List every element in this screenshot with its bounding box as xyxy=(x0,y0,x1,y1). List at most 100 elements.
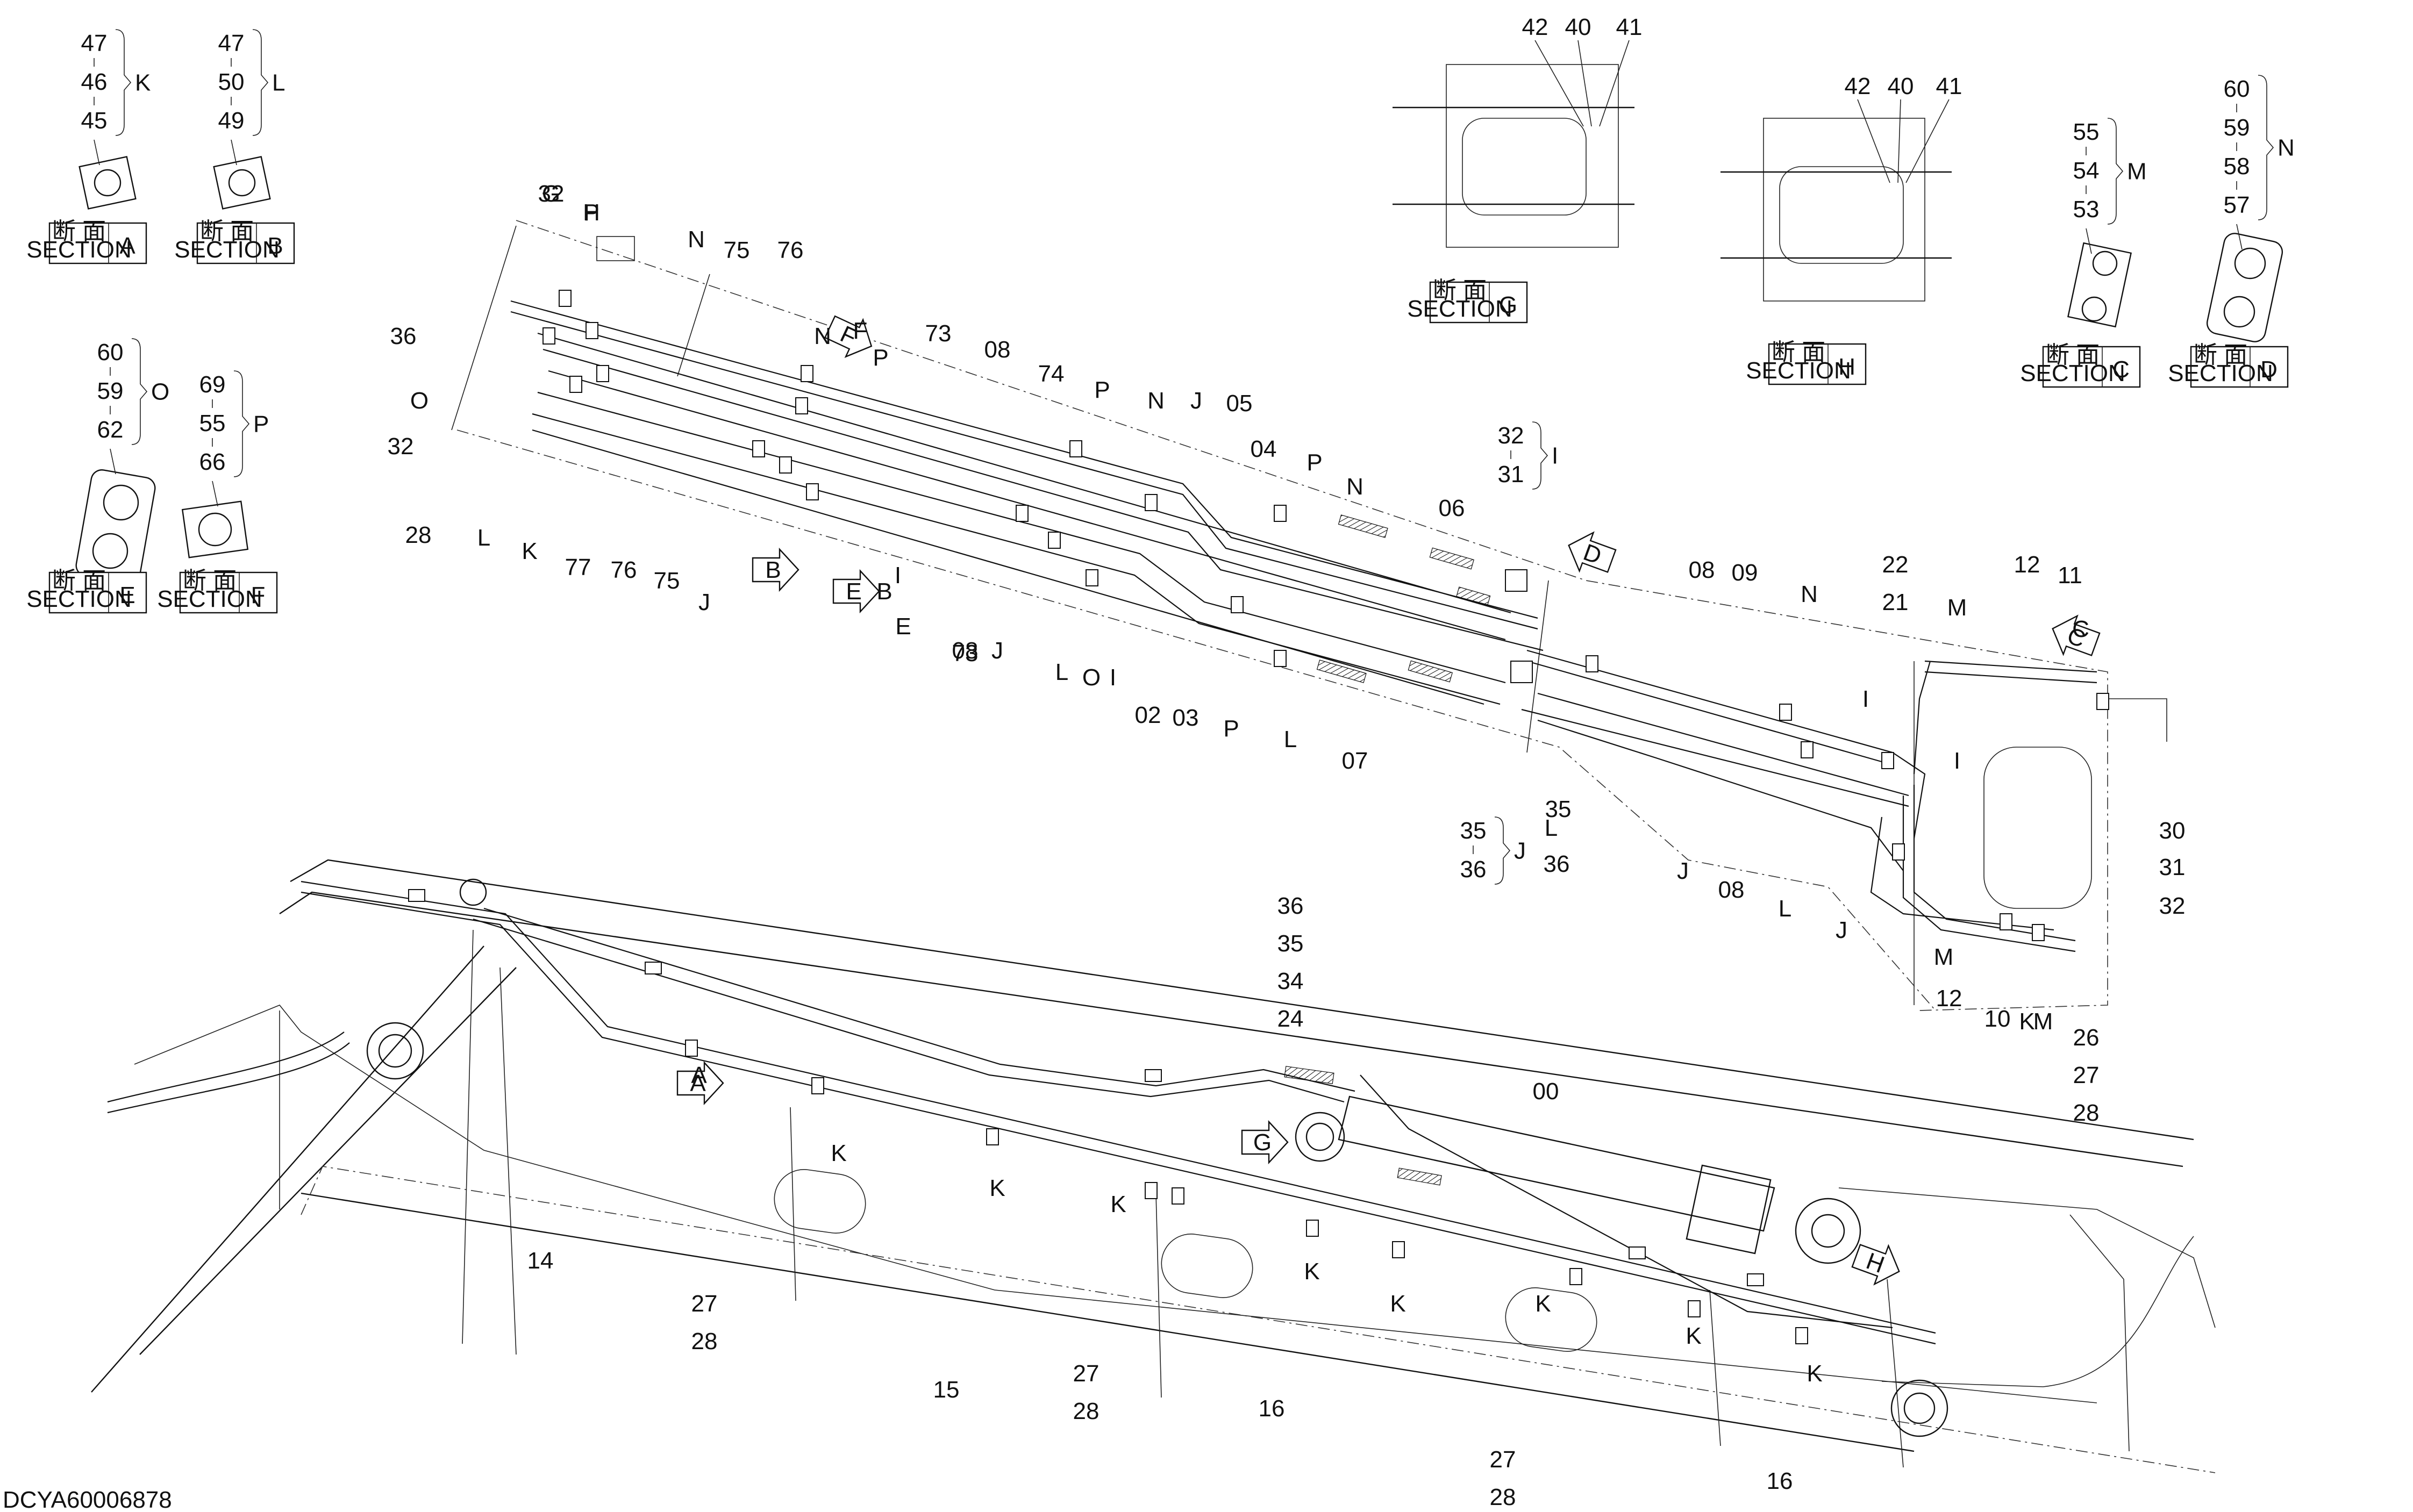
callout-label: P xyxy=(1094,377,1110,403)
section-letter: D xyxy=(2260,356,2278,383)
section-word: SECTION xyxy=(2020,360,2125,386)
lower-boom-structure xyxy=(91,859,2216,1473)
callout-label: H xyxy=(583,199,600,226)
section-kanji: 断 面 xyxy=(1772,339,1825,366)
callout-label: 14 xyxy=(527,1248,554,1274)
section-kanji: 断 面 xyxy=(52,218,106,245)
callout-label: 36 xyxy=(390,323,417,349)
callout-label: K xyxy=(1807,1360,1822,1387)
callout-label: 08 xyxy=(952,637,979,664)
group-id: J xyxy=(1514,838,1526,864)
callout-label: 76 xyxy=(611,557,637,583)
callout-label: I xyxy=(1862,686,1869,712)
group-item: 55 xyxy=(2073,119,2100,145)
callout-label: 32 xyxy=(388,433,414,460)
group-id: M xyxy=(2127,159,2147,185)
callout-label: N xyxy=(1346,474,1363,500)
detail-g-number: 40 xyxy=(1565,14,1591,40)
callout-label: N xyxy=(1147,388,1165,414)
group-id: L xyxy=(272,70,285,96)
detail-g-label: 41 xyxy=(1599,14,1642,127)
callout-label: 12 xyxy=(2014,551,2040,578)
view-arrow-f: F xyxy=(824,315,873,358)
view-arrow-letter: G xyxy=(1253,1129,1272,1156)
section-kanji: 断 面 xyxy=(2194,342,2247,368)
callout-label: 32 xyxy=(2159,893,2186,919)
group-item: 60 xyxy=(97,339,124,366)
detail-g-label: 40 xyxy=(1565,14,1592,127)
detail-g-label: 42 xyxy=(1522,14,1584,127)
callout-label: 34 xyxy=(1277,968,1304,994)
callout-label: 02 xyxy=(1135,702,1161,728)
group-item: 57 xyxy=(2224,192,2250,218)
callout-label: P xyxy=(1223,715,1239,742)
view-arrow-c: C xyxy=(2052,614,2101,656)
callout-label: O xyxy=(1082,664,1101,691)
group-item: 54 xyxy=(2073,157,2100,184)
callout-label: 07 xyxy=(1342,748,1368,774)
callout-label: 28 xyxy=(1490,1484,1516,1510)
callout-label: L xyxy=(1055,659,1068,685)
callout-label: L xyxy=(477,525,490,551)
callout-label: M xyxy=(1947,594,1967,621)
section-detail-icons xyxy=(75,64,2283,584)
group-item: 59 xyxy=(97,378,124,404)
section-kanji: 断 面 xyxy=(200,218,254,245)
callout-label: O xyxy=(410,388,429,414)
group-item: 46 xyxy=(81,69,108,95)
lower-piping xyxy=(301,880,1936,1345)
callout-label: 24 xyxy=(1277,1006,1304,1032)
section-word: SECTION xyxy=(2168,360,2273,386)
group-item: 47 xyxy=(81,30,108,56)
callout-label: 28 xyxy=(405,522,432,548)
callout-label: L xyxy=(1284,726,1297,753)
callout-label: K xyxy=(1686,1323,1701,1349)
section-letter: F xyxy=(251,582,266,608)
callout-label: K xyxy=(2019,1008,2034,1035)
group-id: I xyxy=(1552,443,1558,469)
callout-label: 35 xyxy=(1545,796,1572,822)
callout-label: J xyxy=(1836,917,1847,943)
callout-label: 26 xyxy=(2073,1024,2100,1051)
callout-label: 21 xyxy=(1882,589,1909,615)
callout-label: I xyxy=(1954,748,1960,774)
view-arrow-h: H xyxy=(1851,1244,1900,1286)
group-id: K xyxy=(135,70,151,96)
group-id: N xyxy=(2278,135,2295,161)
callout-label: I xyxy=(1110,664,1116,691)
group-item: 36 xyxy=(1460,856,1487,883)
detail-g-number: 42 xyxy=(1522,14,1548,40)
callout-label: J xyxy=(698,589,710,615)
callout-label: J xyxy=(1190,388,1202,414)
callout-label: I xyxy=(895,562,901,589)
callout-label: 32 xyxy=(538,181,565,207)
section-letter: C xyxy=(2112,356,2130,383)
callout-label: K xyxy=(1535,1291,1551,1317)
callout-label: 74 xyxy=(1038,361,1065,387)
callout-label: 30 xyxy=(2159,818,2186,844)
callout-label: 27 xyxy=(1490,1446,1516,1473)
callout-label: 27 xyxy=(1073,1360,1100,1387)
section-word: SECTION xyxy=(157,586,262,612)
callout-label: 10 xyxy=(1984,1006,2011,1032)
callout-label: K xyxy=(1390,1291,1405,1317)
callout-label: 11 xyxy=(2058,562,2082,589)
callout-label: 35 xyxy=(1277,930,1304,957)
group-item: 69 xyxy=(199,371,226,398)
callout-label: 15 xyxy=(933,1377,960,1403)
